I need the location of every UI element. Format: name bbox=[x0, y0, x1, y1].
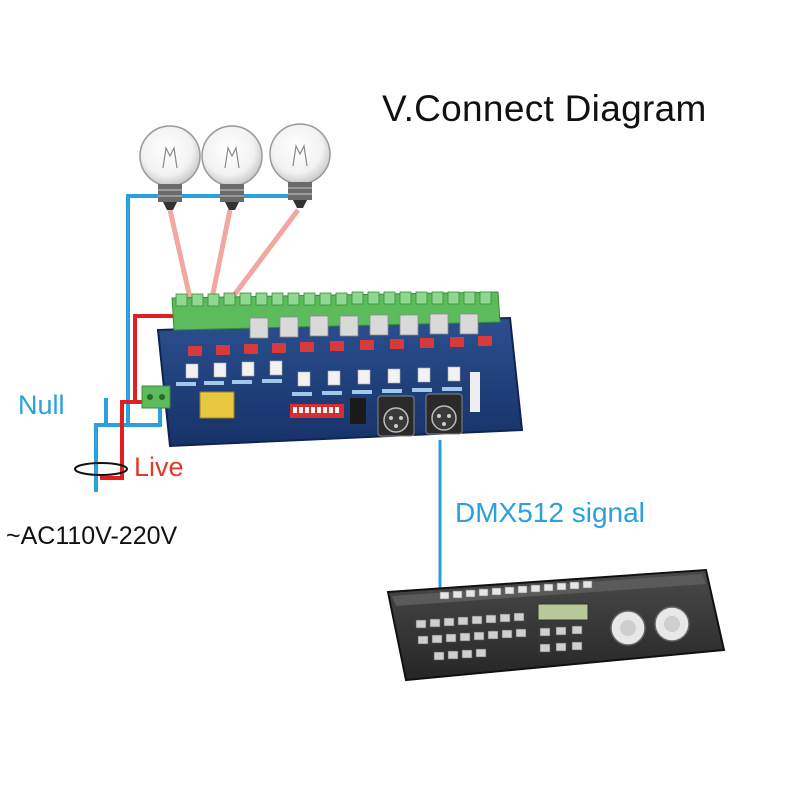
light-bulb-3 bbox=[269, 123, 331, 208]
triac-row bbox=[249, 313, 479, 339]
live-wire-label: Live bbox=[134, 452, 184, 482]
light-bulb-2 bbox=[201, 125, 263, 210]
power-input-terminal bbox=[141, 385, 171, 409]
dmx-decoder-board bbox=[141, 291, 524, 448]
console-wheels bbox=[610, 606, 690, 646]
null-wire bbox=[94, 194, 310, 492]
capacitor-row bbox=[188, 336, 492, 356]
controller-chip bbox=[350, 398, 366, 424]
diagram-title: V.Connect Diagram bbox=[382, 88, 707, 129]
light-bulb-1 bbox=[139, 125, 201, 210]
xlr-connector-out bbox=[425, 393, 463, 435]
load-wires bbox=[167, 208, 300, 300]
power-module bbox=[199, 391, 235, 419]
null-wire-label: Null bbox=[18, 390, 65, 420]
resistor-row bbox=[176, 379, 462, 396]
dip-switch bbox=[290, 404, 344, 418]
optocoupler-row bbox=[185, 360, 461, 387]
console-lcd bbox=[537, 603, 589, 621]
dmx-signal-label: DMX512 signal bbox=[455, 497, 645, 528]
power-supply-label: ~AC110V-220V bbox=[6, 522, 178, 550]
jumper-header bbox=[470, 372, 480, 412]
current-clamp-ring bbox=[74, 462, 128, 476]
dmx-controller-console bbox=[386, 568, 726, 682]
xlr-connector-in bbox=[377, 395, 415, 437]
